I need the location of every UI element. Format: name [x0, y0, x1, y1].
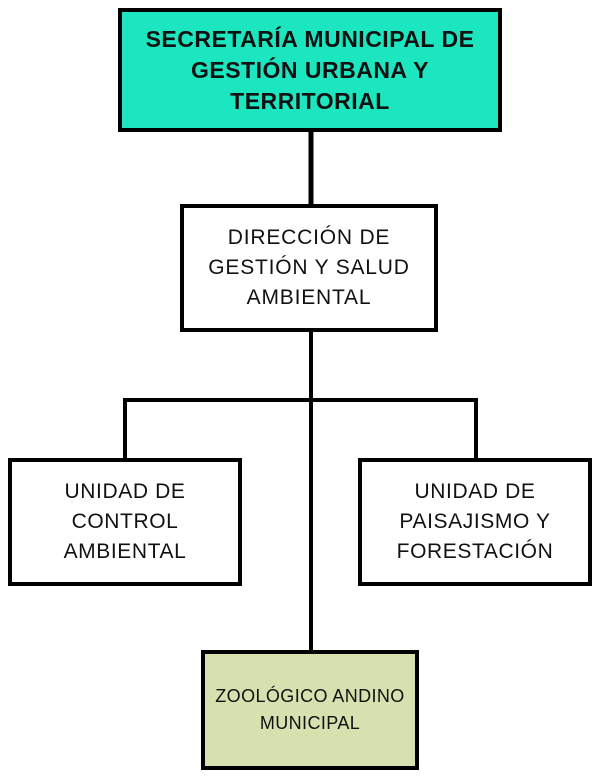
- node-secretaria-line-3: TERRITORIAL: [230, 87, 390, 114]
- node-direccion-line-2: GESTIÓN Y SALUD: [208, 256, 410, 279]
- node-paisajismo-line-3: FORESTACIÓN: [396, 540, 554, 563]
- node-direccion-line-3: AMBIENTAL: [246, 286, 372, 309]
- node-direccion-gestion-salud-ambiental: DIRECCIÓN DE GESTIÓN Y SALUD AMBIENTAL: [180, 204, 438, 332]
- node-paisajismo-line-1: UNIDAD DE: [414, 480, 536, 503]
- node-control-line-2: CONTROL: [71, 510, 179, 533]
- node-unidad-paisajismo-forestacion: UNIDAD DE PAISAJISMO Y FORESTACIÓN: [358, 458, 592, 586]
- node-control-line-3: AMBIENTAL: [63, 540, 187, 563]
- node-paisajismo-line-2: PAISAJISMO Y: [399, 510, 551, 533]
- node-zoologico-andino-municipal: ZOOLÓGICO ANDINO MUNICIPAL: [201, 650, 419, 770]
- node-control-line-1: UNIDAD DE: [64, 480, 186, 503]
- node-zoologico-line-2: MUNICIPAL: [259, 713, 361, 733]
- node-unidad-control-ambiental: UNIDAD DE CONTROL AMBIENTAL: [8, 458, 242, 586]
- node-secretaria-line-2: GESTIÓN URBANA Y: [190, 56, 430, 83]
- node-secretaria-municipal: SECRETARÍA MUNICIPAL DE GESTIÓN URBANA Y…: [118, 8, 502, 132]
- node-direccion-line-1: DIRECCIÓN DE: [227, 226, 391, 249]
- node-secretaria-line-1: SECRETARÍA MUNICIPAL DE: [145, 25, 475, 52]
- node-zoologico-line-1: ZOOLÓGICO ANDINO: [215, 686, 405, 706]
